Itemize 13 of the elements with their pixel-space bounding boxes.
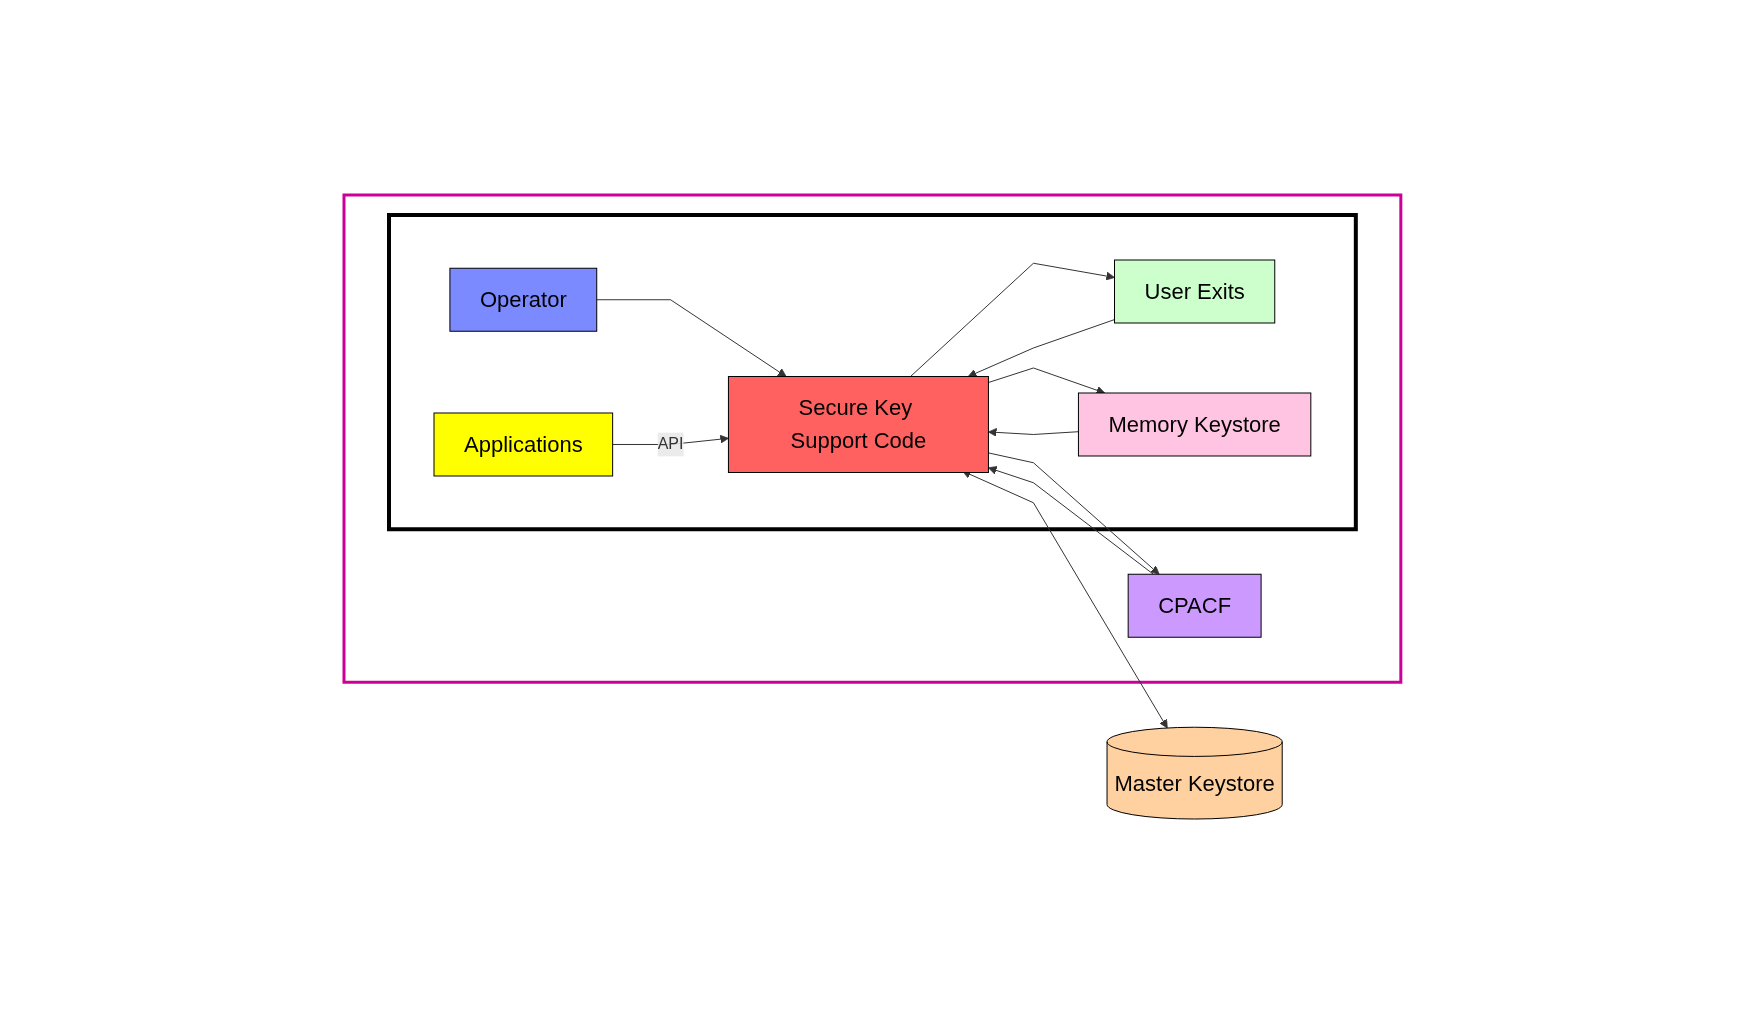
arrow — [909, 262, 1115, 377]
cluster — [342, 193, 1402, 684]
node-box: Operator — [449, 267, 597, 332]
edge-label: API — [657, 435, 684, 453]
node-box: Memory Keystore — [1077, 392, 1311, 457]
node-box: Secure Key Support Code — [727, 376, 989, 473]
node-box: User Exits — [1113, 259, 1275, 324]
node-box: CPACF — [1127, 573, 1262, 638]
cluster — [386, 213, 1358, 532]
arrow — [987, 428, 1079, 437]
arrow — [967, 319, 1115, 378]
arrow — [595, 299, 787, 377]
node-box: Applications — [433, 412, 613, 477]
